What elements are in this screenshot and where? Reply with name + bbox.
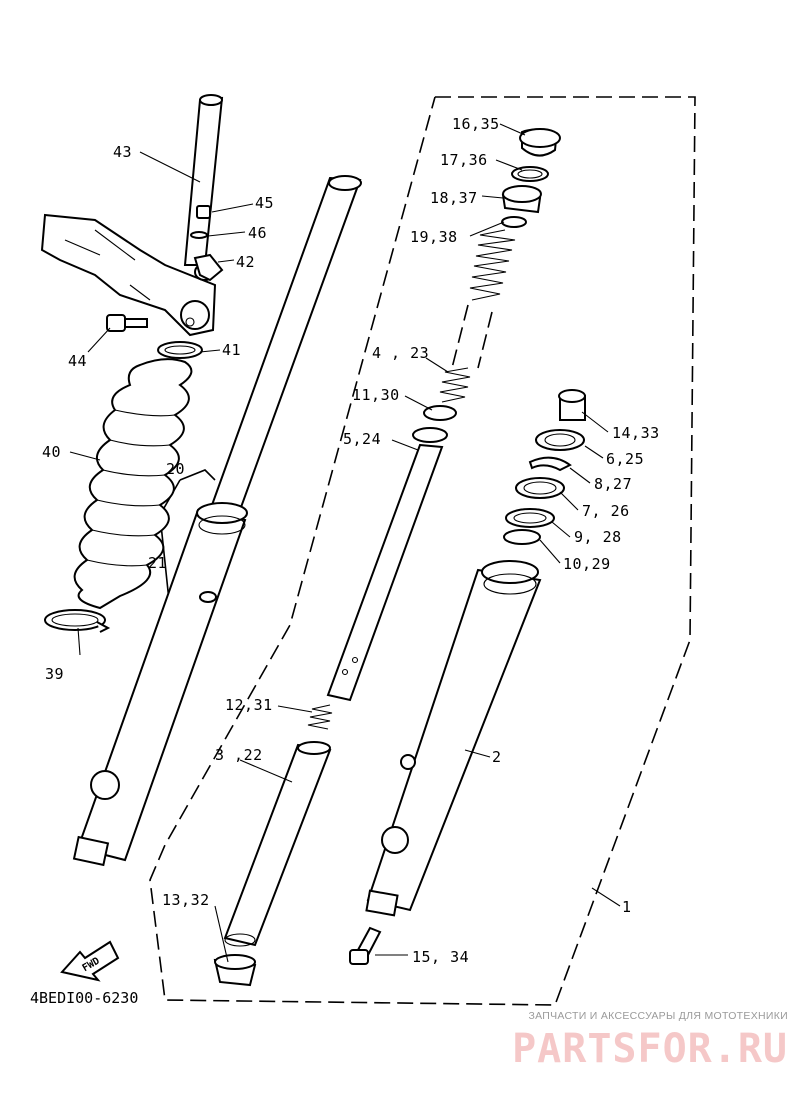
label-12-31: 12,31 bbox=[225, 696, 273, 714]
label-16-35: 16,35 bbox=[452, 115, 500, 133]
assembly-outline bbox=[149, 96, 696, 1006]
part-19-washer bbox=[501, 216, 527, 228]
part-16-cap bbox=[519, 128, 561, 157]
part-40-fork-boot bbox=[73, 358, 193, 610]
leader-lines bbox=[69, 123, 621, 963]
part-42-clip bbox=[193, 253, 224, 282]
fwd-arrow-icon: FWD bbox=[60, 940, 120, 982]
part-6-dust-seal bbox=[535, 429, 585, 451]
label-8-27: 8,27 bbox=[594, 475, 632, 493]
part-10-bushing bbox=[503, 529, 541, 545]
label-5-24: 5,24 bbox=[343, 430, 381, 448]
part-7-oil-seal bbox=[515, 477, 565, 499]
part-15-bolt bbox=[349, 926, 382, 965]
callout-labels: 43 45 46 42 44 41 40 20 21 39 16,35 17,3… bbox=[42, 115, 660, 966]
label-10-29: 10,29 bbox=[563, 555, 611, 573]
watermark-caption: ЗАПЧАСТИ И АКСЕССУАРЫ ДЛЯ МОТОТЕХНИКИ bbox=[528, 1010, 788, 1022]
label-6-25: 6,25 bbox=[606, 450, 644, 468]
label-43: 43 bbox=[113, 143, 132, 161]
part-12-rebound-spring bbox=[307, 704, 333, 730]
label-19-38: 19,38 bbox=[410, 228, 458, 246]
label-18-37: 18,37 bbox=[430, 189, 478, 207]
label-42: 42 bbox=[236, 253, 255, 271]
label-2: 2 bbox=[492, 748, 502, 766]
watermark-brand: PARTSFOR.RU bbox=[512, 1026, 788, 1072]
label-15-34: 15, 34 bbox=[412, 948, 469, 966]
label-44: 44 bbox=[68, 352, 87, 370]
part-3-damper-cylinder bbox=[223, 741, 332, 947]
label-45: 45 bbox=[255, 194, 274, 212]
part-9-washer bbox=[505, 508, 555, 528]
label-39: 39 bbox=[45, 665, 64, 683]
label-17-36: 17,36 bbox=[440, 151, 488, 169]
part-5-damper-rod bbox=[326, 427, 448, 702]
part-41-clamp bbox=[157, 341, 203, 359]
label-14-33: 14,33 bbox=[612, 424, 660, 442]
label-46: 46 bbox=[248, 224, 267, 242]
part-45-bolt bbox=[196, 205, 211, 219]
label-11-30: 11,30 bbox=[352, 386, 400, 404]
part-fork-spring bbox=[439, 229, 516, 403]
part-43-under-bracket bbox=[40, 94, 224, 337]
part-17-circlip bbox=[511, 166, 549, 182]
label-41: 41 bbox=[222, 341, 241, 359]
label-13-32: 13,32 bbox=[162, 891, 210, 909]
part-21-outer-tube bbox=[72, 502, 248, 867]
part-18-spacer bbox=[501, 185, 542, 214]
label-20: 20 bbox=[166, 460, 185, 478]
part-2-outer-tube bbox=[365, 560, 542, 917]
label-21: 21 bbox=[148, 554, 167, 572]
label-40: 40 bbox=[42, 443, 61, 461]
diagram-code: 4BEDI00-6230 bbox=[30, 989, 138, 1007]
label-1: 1 bbox=[622, 898, 632, 916]
part-46-washer bbox=[190, 231, 208, 239]
part-8-clip bbox=[528, 456, 572, 472]
label-7-26: 7, 26 bbox=[582, 502, 630, 520]
part-14-dust-seal-cap bbox=[558, 389, 586, 421]
part-39-band bbox=[44, 609, 111, 633]
label-3-22: 3 ,22 bbox=[215, 746, 263, 764]
label-9-28: 9, 28 bbox=[574, 528, 622, 546]
part-44-bolt bbox=[106, 314, 148, 332]
label-4-23: 4 , 23 bbox=[372, 344, 429, 362]
part-13-lock bbox=[213, 954, 257, 987]
